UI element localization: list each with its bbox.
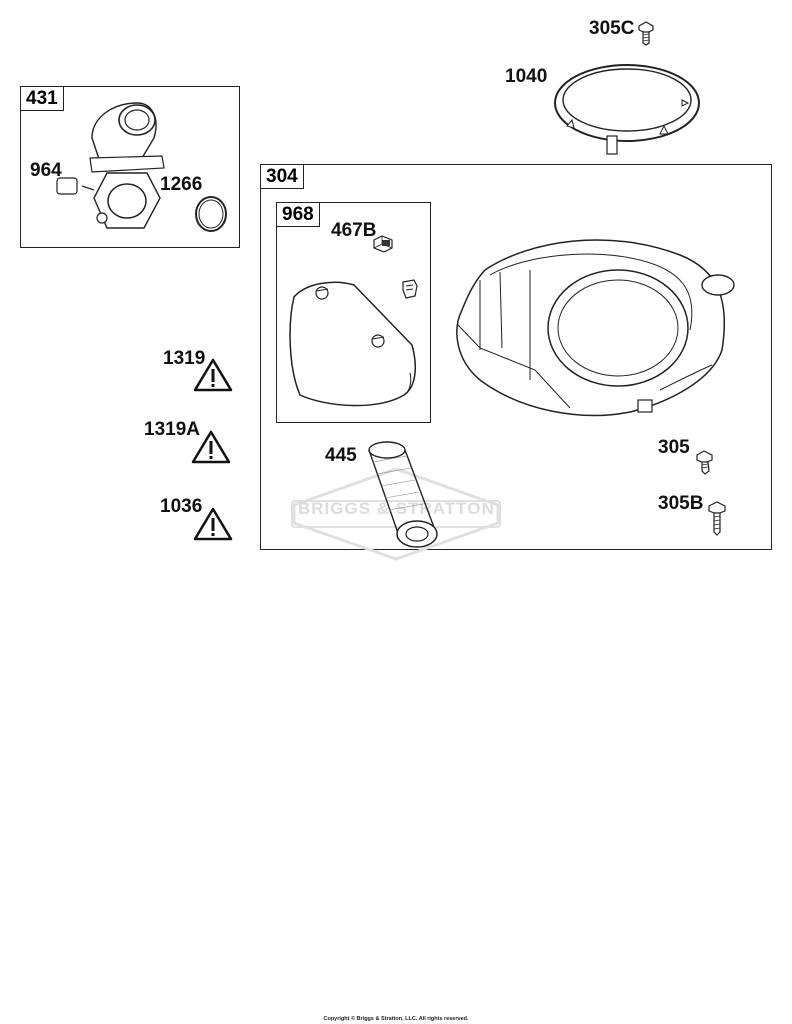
group-box-304: 304 — [260, 164, 772, 550]
screw-305B-icon — [708, 501, 726, 536]
screw-305-icon — [696, 450, 713, 475]
part-label-1040: 1040 — [505, 66, 548, 87]
part-label-1319A: 1319A — [144, 419, 200, 440]
clip-467B-icon — [373, 235, 393, 253]
clip-small-icon — [402, 279, 418, 299]
group-label-431: 431 — [20, 86, 64, 111]
oring-1266-icon — [195, 196, 227, 232]
warning-triangle-icon — [191, 430, 231, 464]
group-box-968: 968 — [276, 202, 431, 423]
copyright-notice: Copyright © Briggs & Stratton, LLC. All … — [323, 1016, 469, 1022]
part-label-467B: 467B — [331, 220, 377, 241]
intake-elbow-431-icon — [56, 102, 165, 229]
warning-triangle-icon — [193, 358, 233, 392]
blower-housing-icon — [456, 239, 735, 417]
part-label-305B: 305B — [658, 493, 704, 514]
part-label-964: 964 — [30, 160, 62, 181]
warning-triangle-icon — [193, 507, 233, 541]
part-label-305C: 305C — [589, 18, 635, 39]
part-label-1266: 1266 — [160, 174, 203, 195]
part-label-445: 445 — [325, 445, 357, 466]
cover-968-icon — [289, 281, 417, 407]
screw-305C-icon — [638, 21, 654, 46]
part-label-1036: 1036 — [160, 496, 203, 517]
part-label-305: 305 — [658, 437, 690, 458]
filter-445-icon — [368, 441, 438, 548]
group-label-304: 304 — [260, 164, 304, 189]
part-label-1319: 1319 — [163, 348, 206, 369]
group-box-431: 431 — [20, 86, 240, 248]
ring-1040-icon — [554, 64, 700, 155]
group-label-968: 968 — [276, 202, 320, 227]
